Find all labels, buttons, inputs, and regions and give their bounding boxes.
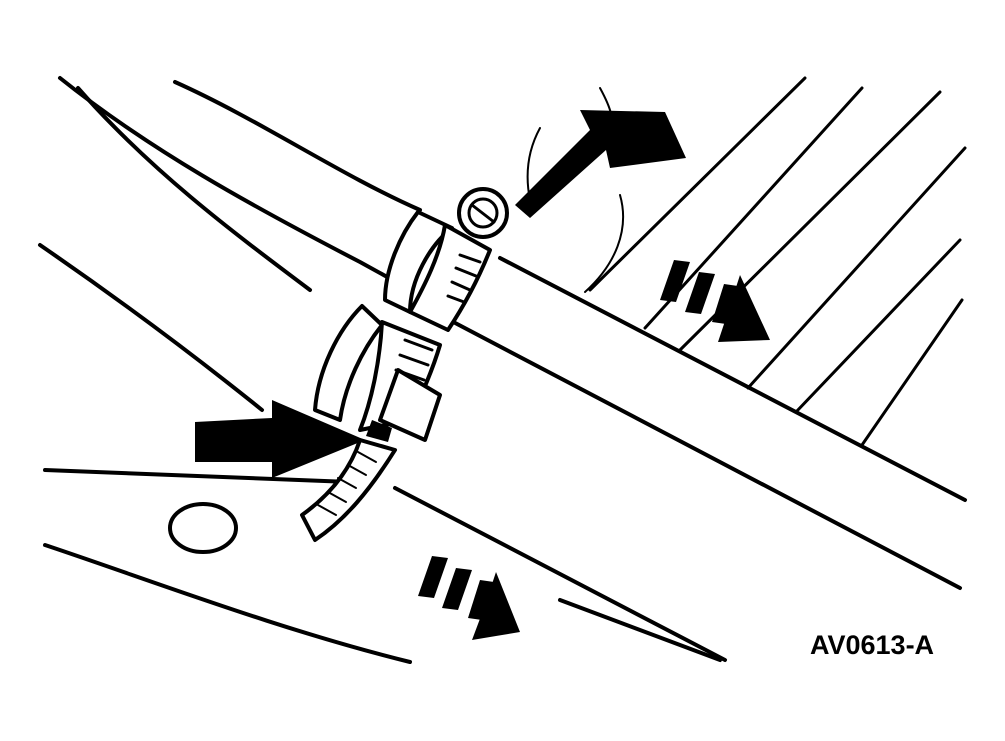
dashed-direction-arrow-icon xyxy=(660,260,770,342)
large-pointer-arrow-icon xyxy=(195,400,365,478)
upper-clamp xyxy=(383,187,509,332)
large-pointer-arrow-icon xyxy=(515,110,686,218)
mounting-hole xyxy=(168,502,238,554)
upper-hose xyxy=(58,76,967,590)
lower-clamp xyxy=(300,304,442,542)
lower-hose xyxy=(38,86,727,664)
dashed-direction-arrow-icon xyxy=(418,556,520,640)
figure-id-label: AV0613-A xyxy=(810,630,935,660)
